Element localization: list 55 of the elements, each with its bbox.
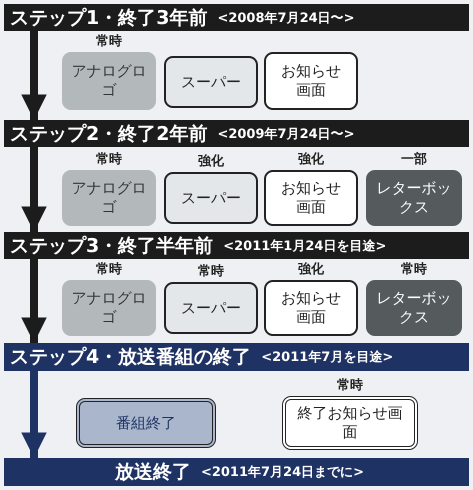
down-arrow — [21, 259, 47, 343]
box-label: スーパー — [181, 298, 241, 318]
step-title: ステップ2・終了2年前 — [10, 122, 208, 146]
mode-label: 一部 — [400, 150, 428, 168]
step-header-band — [4, 458, 469, 486]
box-label: 終了お知らせ画面 — [296, 404, 404, 442]
box-label: レターボックス — [376, 179, 452, 217]
mode-label: 常時 — [336, 377, 364, 394]
step-header-band — [4, 4, 469, 31]
display-box — [164, 172, 258, 224]
mode-label: 常時 — [95, 151, 123, 168]
box-label: レターボックス — [376, 289, 452, 327]
mode-label: 強化 — [297, 261, 325, 278]
step-title: ステップ1・終了3年前 — [10, 6, 208, 30]
step-header-band — [4, 120, 469, 147]
mode-label: 常時 — [95, 33, 123, 50]
date-note: <2011年7月24日までに> — [200, 464, 364, 481]
display-box — [264, 280, 358, 336]
display-box — [62, 52, 156, 110]
down-arrow — [21, 147, 47, 232]
down-arrow — [21, 31, 47, 120]
display-box — [62, 280, 156, 336]
mode-label: 強化 — [297, 151, 325, 168]
display-box — [264, 52, 358, 110]
step-title: 放送終了 — [114, 460, 191, 485]
down-arrow — [21, 371, 47, 458]
box-label: スーパー — [181, 72, 241, 92]
step-header-band — [4, 343, 469, 371]
display-box — [366, 170, 462, 226]
box-label: スーパー — [181, 188, 241, 208]
box-label: アナログロゴ — [70, 62, 148, 100]
step-title: ステップ4・放送番組の終了 — [10, 345, 252, 370]
box-label: お知らせ画面 — [280, 289, 342, 327]
date-note: <2009年7月24日〜> — [217, 126, 355, 142]
box-label: アナログロゴ — [70, 289, 148, 327]
box-label: 番組終了 — [116, 414, 176, 432]
date-note: <2008年7月24日〜> — [217, 10, 355, 26]
display-box — [164, 56, 258, 108]
date-note: <2011年7月を目途> — [261, 349, 394, 366]
display-box — [264, 170, 358, 226]
mode-label: 強化 — [197, 153, 225, 170]
date-note: <2011年1月24日を目途> — [223, 238, 386, 254]
mode-label: 常時 — [95, 261, 123, 278]
box-label: お知らせ画面 — [280, 179, 342, 217]
mode-label: 常時 — [400, 261, 428, 278]
box-label: お知らせ画面 — [280, 62, 342, 100]
display-box — [76, 398, 216, 448]
box-label: アナログロゴ — [70, 179, 148, 217]
step-header-band — [4, 232, 469, 259]
display-box — [164, 282, 258, 334]
mode-label: 常時 — [197, 263, 225, 280]
display-box — [62, 170, 156, 226]
display-box — [366, 280, 462, 336]
display-box — [282, 396, 418, 450]
step-title: ステップ3・終了半年前 — [10, 234, 214, 258]
